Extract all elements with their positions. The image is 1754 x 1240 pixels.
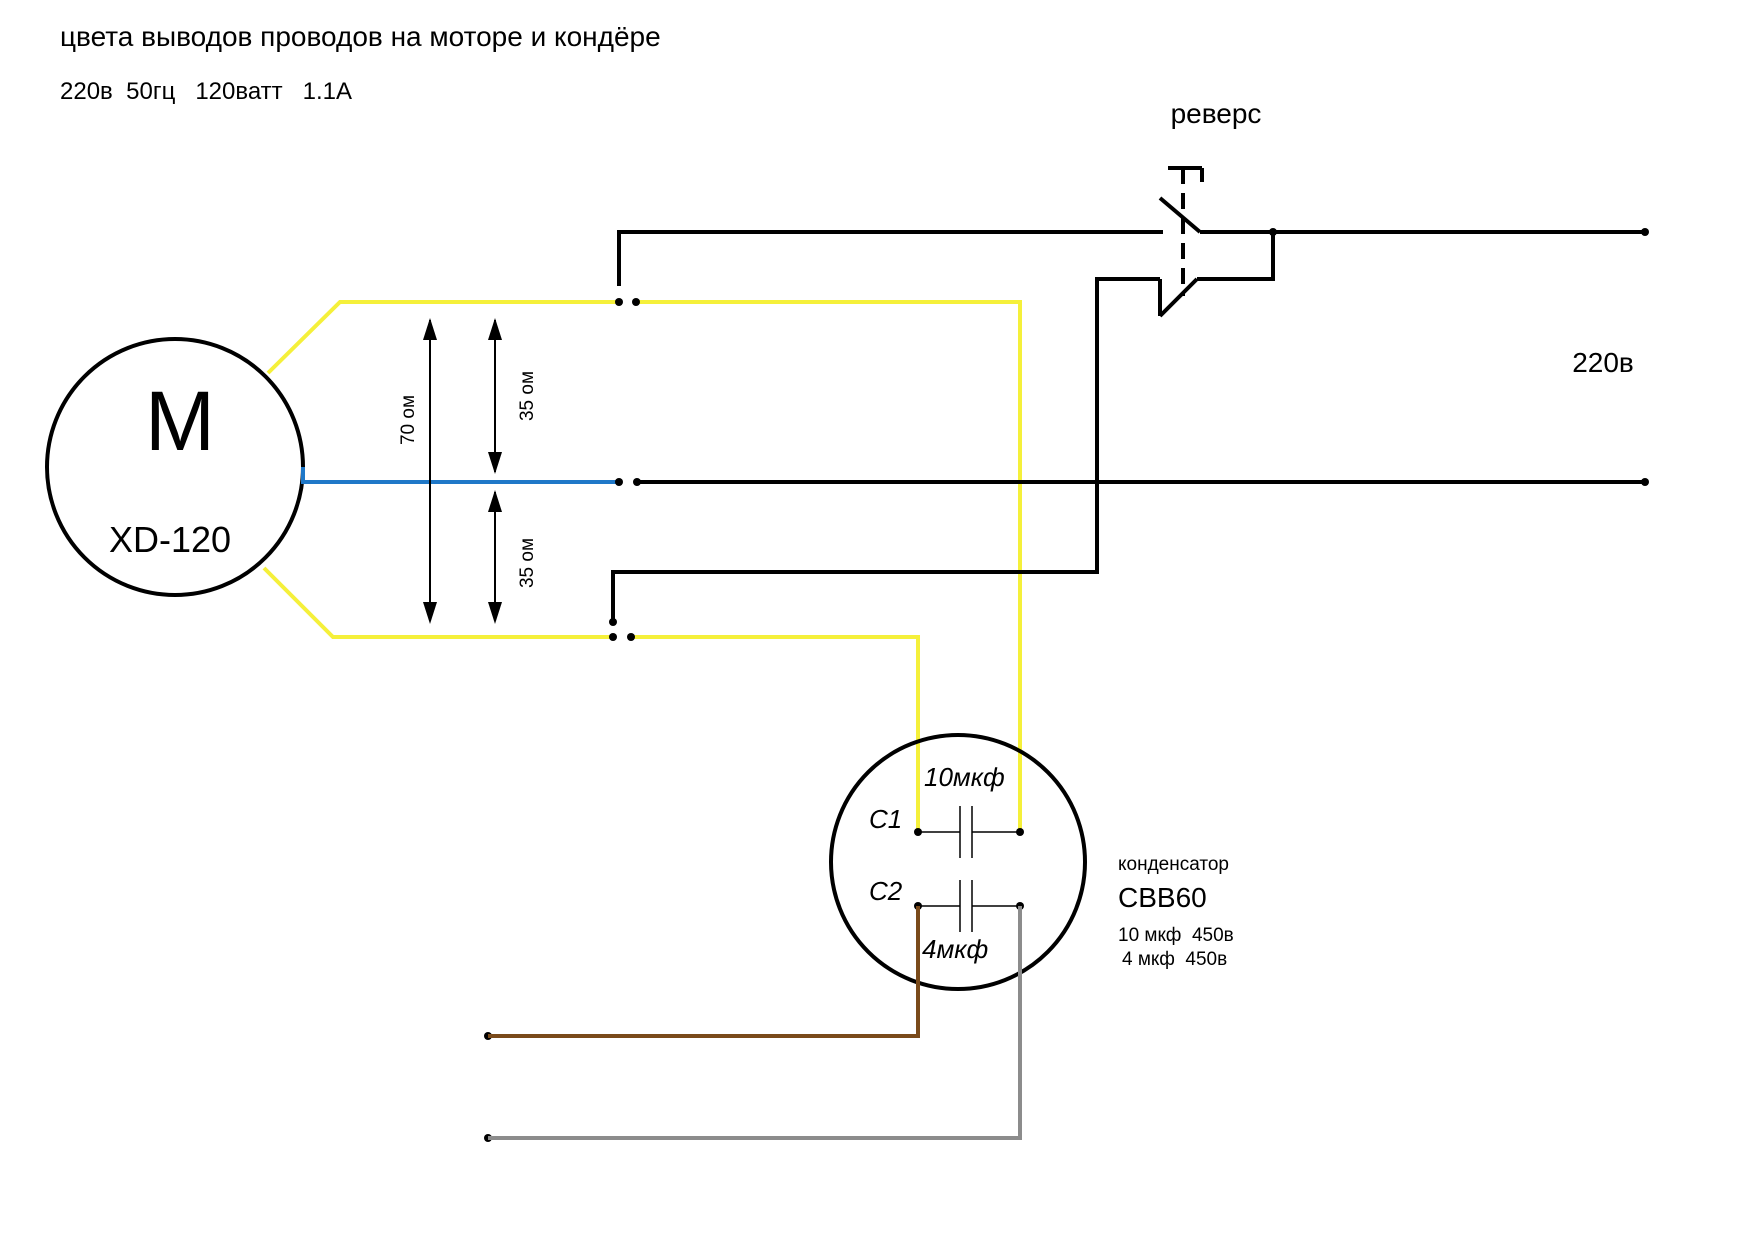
resistance-arrows (423, 318, 502, 624)
switch-lower-blade (1158, 277, 1199, 318)
yellow-wire-bottom-to-c1 (632, 635, 920, 832)
arrowhead-up (488, 318, 502, 340)
terminal-dot (627, 633, 635, 641)
arrowhead-up (488, 490, 502, 512)
resistance-35-lower-label: 35 ом (517, 538, 538, 588)
capacitor-type-label: конденсатор (1118, 854, 1229, 875)
black-wire-switch-to-bottom (611, 277, 1160, 622)
reverse-switch (1158, 166, 1204, 318)
switch-label: реверс (1171, 98, 1262, 129)
c1-label: C1 (869, 804, 902, 834)
arrowhead-down (488, 602, 502, 624)
terminal-dot (615, 478, 623, 486)
terminal-dot (633, 478, 641, 486)
arrowhead-down (423, 602, 437, 624)
terminal-dot (609, 633, 617, 641)
terminal-dot (632, 298, 640, 306)
black-wire-switch-loop (1197, 232, 1275, 281)
terminal-dots (484, 228, 1649, 1142)
c2-value: 4мкф (922, 934, 988, 964)
black-wire-top-to-switch (617, 230, 1163, 286)
switch-upper-blade (1158, 196, 1202, 234)
capacitor-model: CBB60 (1118, 882, 1207, 913)
motor-model: XD-120 (109, 519, 231, 560)
capacitor-c2-symbol (918, 880, 1020, 932)
resistance-35-upper-label: 35 ом (517, 371, 538, 421)
arrowhead-down (488, 452, 502, 474)
terminal-dot (914, 828, 922, 836)
brown-wire (488, 906, 920, 1038)
supply-label: 220в (1572, 347, 1634, 378)
capacitor-c1-symbol (918, 806, 1020, 858)
diagram-title: цвета выводов проводов на моторе и кондё… (60, 21, 661, 52)
capacitor-circle (829, 733, 1087, 991)
motor-symbol: M (145, 374, 215, 468)
motor-specs: 220в 50гц 120ватт 1.1А (60, 78, 352, 105)
terminal-dot (1641, 478, 1649, 486)
c1-value: 10мкф (924, 762, 1005, 792)
gray-wire (488, 906, 1022, 1140)
arrowhead-up (423, 318, 437, 340)
terminal-dot (1641, 228, 1649, 236)
yellow-wire-top (266, 300, 617, 375)
capacitor-rating-2: 4 мкф 450в (1122, 949, 1227, 970)
terminal-dot (609, 618, 617, 626)
terminal-dot (1269, 228, 1277, 236)
resistance-70-label: 70 ом (398, 395, 419, 445)
capacitor-terminal-dots (914, 828, 1024, 910)
blue-wire-common (301, 467, 620, 484)
terminal-dot (615, 298, 623, 306)
terminal-dot (1016, 828, 1024, 836)
yellow-wire-top-to-c1 (637, 300, 1022, 832)
c2-label: C2 (869, 876, 903, 906)
yellow-wire-bottom (262, 566, 612, 639)
capacitor-rating-1: 10 мкф 450в (1118, 925, 1234, 946)
